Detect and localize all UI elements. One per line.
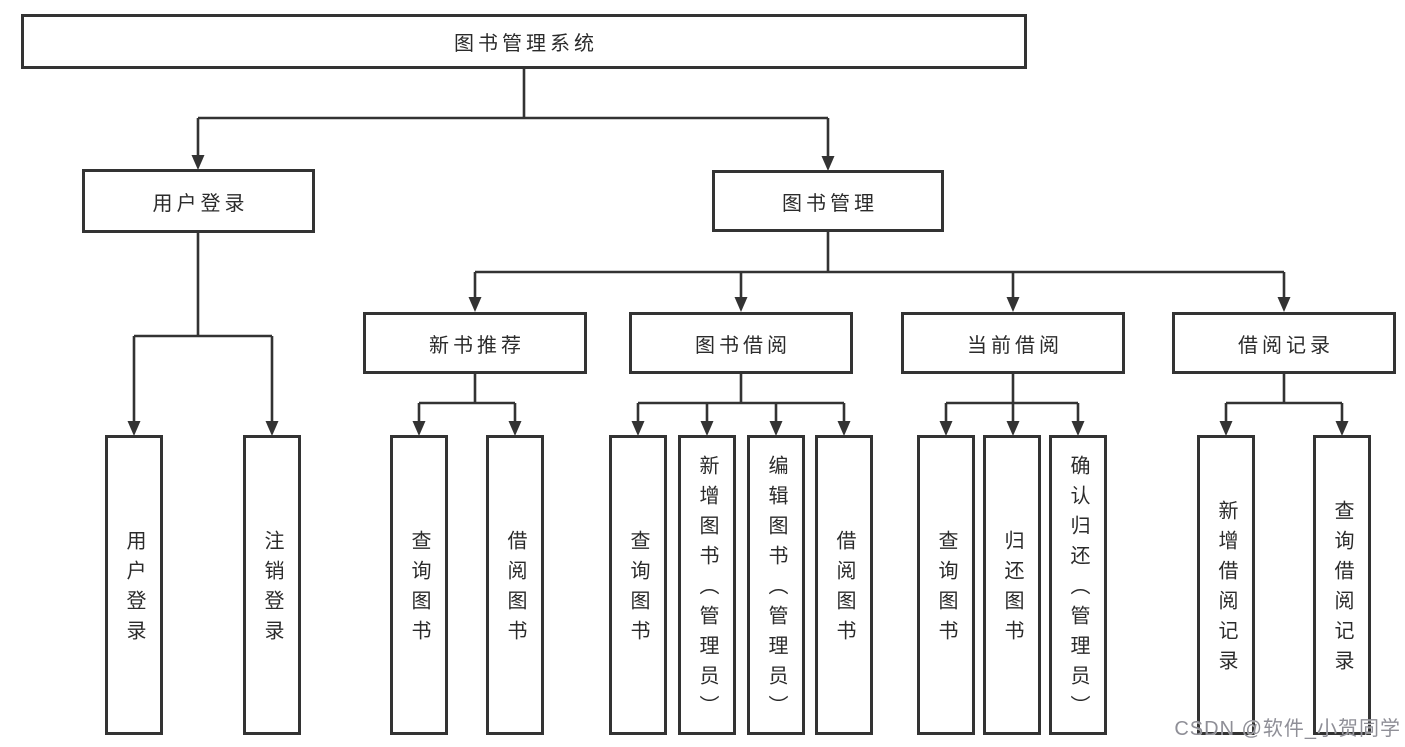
node-leaf-user-login: 用户登录 bbox=[105, 435, 163, 735]
node-leaf-edit-books-admin: 编辑图书（管理员） bbox=[747, 435, 805, 735]
node-leaf-logout: 注销登录 bbox=[243, 435, 301, 735]
node-label: 用户登录 bbox=[152, 192, 249, 215]
arrowhead-icon bbox=[127, 421, 141, 436]
connector-book-borrowing-to-leaves bbox=[631, 374, 851, 436]
arrowhead-icon bbox=[939, 421, 953, 436]
node-label: 查询图书 bbox=[627, 530, 649, 650]
node-label: 借阅记录 bbox=[1238, 334, 1334, 357]
node-borrowing-records: 借阅记录 bbox=[1172, 312, 1396, 374]
node-leaf-add-books-admin: 新增图书（管理员） bbox=[678, 435, 736, 735]
node-leaf-borrow-books-recommend: 借阅图书 bbox=[486, 435, 544, 735]
connector-current-borrowing-to-leaves bbox=[939, 374, 1085, 436]
arrowhead-icon bbox=[769, 421, 783, 436]
arrowhead-icon bbox=[1006, 421, 1020, 436]
node-label: 新书推荐 bbox=[429, 334, 525, 357]
arrowhead-icon bbox=[734, 297, 748, 312]
node-leaf-query-books-current: 查询图书 bbox=[917, 435, 975, 735]
connector-book-management-to-level3 bbox=[468, 232, 1291, 312]
node-leaf-borrow-books-borrowing: 借阅图书 bbox=[815, 435, 873, 735]
node-leaf-query-borrow-record: 查询借阅记录 bbox=[1313, 435, 1371, 735]
node-leaf-query-books-borrowing: 查询图书 bbox=[609, 435, 667, 735]
connector-root-to-level2 bbox=[191, 69, 835, 171]
arrowhead-icon bbox=[837, 421, 851, 436]
arrowhead-icon bbox=[631, 421, 645, 436]
node-label: 新增图书（管理员） bbox=[696, 455, 718, 725]
arrowhead-icon bbox=[700, 421, 714, 436]
node-library-system: 图书管理系统 bbox=[21, 14, 1027, 69]
arrowhead-icon bbox=[191, 155, 205, 170]
node-label: 确认归还（管理员） bbox=[1067, 455, 1089, 725]
node-label: 借阅图书 bbox=[504, 530, 526, 650]
arrowhead-icon bbox=[1219, 421, 1233, 436]
node-label: 注销登录 bbox=[261, 530, 283, 650]
node-label: 查询借阅记录 bbox=[1331, 500, 1353, 680]
arrowhead-icon bbox=[265, 421, 279, 436]
node-label: 当前借阅 bbox=[967, 334, 1063, 357]
node-user-login: 用户登录 bbox=[82, 169, 315, 233]
connector-user-login-to-leaves bbox=[127, 233, 279, 436]
node-label: 用户登录 bbox=[123, 530, 145, 650]
arrowhead-icon bbox=[821, 156, 835, 171]
arrowhead-icon bbox=[1006, 297, 1020, 312]
arrowhead-icon bbox=[412, 421, 426, 436]
node-leaf-return-books: 归还图书 bbox=[983, 435, 1041, 735]
node-label: 编辑图书（管理员） bbox=[765, 455, 787, 725]
node-label: 归还图书 bbox=[1001, 530, 1023, 650]
node-book-management: 图书管理 bbox=[712, 170, 944, 232]
arrowhead-icon bbox=[1277, 297, 1291, 312]
arrowhead-icon bbox=[1071, 421, 1085, 436]
node-label: 查询图书 bbox=[935, 530, 957, 650]
node-current-borrowing: 当前借阅 bbox=[901, 312, 1125, 374]
arrowhead-icon bbox=[1335, 421, 1349, 436]
node-label: 借阅图书 bbox=[833, 530, 855, 650]
node-leaf-query-books-recommend: 查询图书 bbox=[390, 435, 448, 735]
node-label: 图书借阅 bbox=[695, 334, 791, 357]
node-book-borrowing: 图书借阅 bbox=[629, 312, 853, 374]
node-label: 图书管理 bbox=[782, 192, 878, 215]
node-label: 查询图书 bbox=[408, 530, 430, 650]
node-new-book-recommend: 新书推荐 bbox=[363, 312, 587, 374]
arrowhead-icon bbox=[468, 297, 482, 312]
connector-borrowing-records-to-leaves bbox=[1219, 374, 1349, 436]
node-label: 图书管理系统 bbox=[454, 33, 598, 55]
watermark: CSDN @软件_小贺同学 bbox=[1174, 718, 1401, 740]
node-leaf-confirm-return-admin: 确认归还（管理员） bbox=[1049, 435, 1107, 735]
node-label: 新增借阅记录 bbox=[1215, 500, 1237, 680]
node-leaf-add-borrow-record: 新增借阅记录 bbox=[1197, 435, 1255, 735]
arrowhead-icon bbox=[508, 421, 522, 436]
connector-new-book-recommend-to-leaves bbox=[412, 374, 522, 436]
